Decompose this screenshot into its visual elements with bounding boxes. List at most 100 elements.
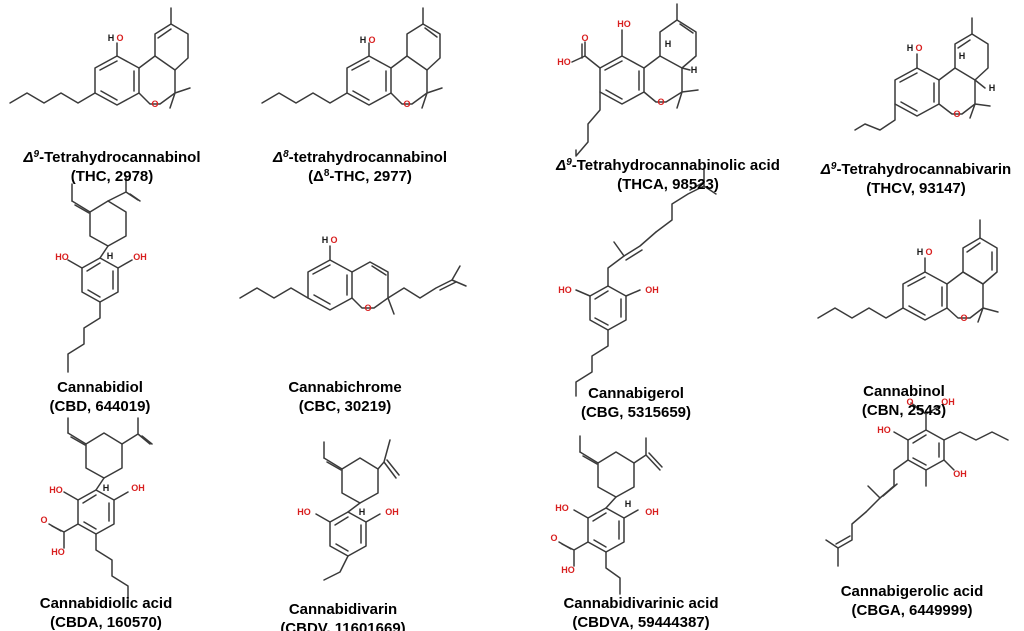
acid-hydroxyl-atom: HO [51,547,65,557]
oxygen-atom: O [953,109,960,119]
label-cbdv-name: Cannabidivarin [289,601,397,618]
acid-hydroxyl-atom: HO [561,565,575,575]
label-thcv-name-superscript: 9 [831,161,837,172]
carbonyl-oxygen-atom: O [550,533,557,543]
label-cbd-id: (CBD, 644019) [50,398,151,415]
label-thc-name: Δ9-Tetrahydrocannabinol [22,149,200,167]
label-cbc-id: (CBC, 30219) [299,398,392,415]
hydroxyl-atom: HO [55,252,69,262]
carbonyl-oxygen-atom: O [581,33,588,43]
label-cbd-name-text: Cannabidiol [57,379,143,396]
label-thc-id: (THC, 2978) [71,168,154,185]
structure-thca: O HO O HO H H [557,3,699,157]
stereo-h-atom: H [107,251,114,261]
label-thc-name-superscript: 9 [34,149,40,160]
label-cbc-name-text: Cannabichrome [288,379,401,396]
label-cbn-id-text: (CBN, 2543) [862,402,946,419]
label-cbda-name: Cannabidiolic acid [40,595,173,612]
hydroxyl-atom: OH [131,483,145,493]
label-thcv-name: Δ9-Tetrahydrocannabivarin [820,161,1011,179]
stereo-h-atom: H [625,499,632,509]
acid-hydroxyl-atom: HO [557,57,571,67]
carbonyl-oxygen-atom: O [906,397,913,407]
hydroxyl-atom: HO [297,507,311,517]
label-cbg-id: (CBG, 5315659) [581,404,691,421]
label-cbc-name: Cannabichrome [288,379,401,396]
stereo-h-atom: H [959,51,966,61]
stereo-h-atom: H [691,65,698,75]
label-thc-id-text: (THC, 2978) [71,168,154,185]
hydroxyl-atom: OH [133,252,147,262]
hydroxyl-atom: OH [385,507,399,517]
hydroxyl-h-atom: H [907,43,914,53]
hydroxyl-o-atom: O [116,33,123,43]
label-cbga-id: (CBGA, 6449999) [852,602,973,619]
oxygen-atom: O [657,97,664,107]
label-cbdva-name-text: Cannabidivarinic acid [563,595,718,612]
label-d8thc-id-superscript: 8 [324,168,330,179]
label-cbg-name-text: Cannabigerol [588,385,684,402]
structure-cbc: O H O [239,235,467,315]
label-cbd-id-text: (CBD, 644019) [50,398,151,415]
label-thcv-id: (THCV, 93147) [866,180,966,197]
label-cbg-name: Cannabigerol [588,385,684,402]
label-cbdv-name-text: Cannabidivarin [289,601,397,618]
stereo-h-atom: H [665,39,672,49]
label-thcv-name-text: -Tetrahydrocannabivarin [836,161,1011,178]
structure-cbdva: HO OH O HO H [550,435,663,595]
label-cbn-name: Cannabinol [863,383,945,400]
hydroxyl-atom: HO [49,485,63,495]
label-d8thc-id-prefix: (Δ [308,168,324,185]
oxygen-atom: O [403,99,410,109]
label-d8thc-name: Δ8-tetrahydrocannabinol [272,149,447,167]
hydroxyl-h-atom: H [322,235,329,245]
label-thca-id-text: (THCA, 98523) [617,176,719,193]
label-cbga-id-text: (CBGA, 6449999) [852,602,973,619]
hydroxyl-atom: HO [617,19,631,29]
hydroxyl-h-atom: H [360,35,367,45]
label-cbda-id-text: (CBDA, 160570) [50,614,162,631]
hydroxyl-atom: HO [555,503,569,513]
label-cbdv-id-text: (CBDV, 11601669) [280,620,405,631]
label-thcv-name-prefix: Δ [820,161,831,178]
label-cbn-id: (CBN, 2543) [862,402,946,419]
label-cbdva-id-text: (CBDVA, 59444387) [572,614,709,631]
label-thca-name: Δ9-Tetrahydrocannabinolic acid [555,157,780,175]
hydroxyl-o-atom: O [368,35,375,45]
carbonyl-oxygen-atom: O [40,515,47,525]
label-thca-name-text: -Tetrahydrocannabinolic acid [572,157,780,174]
label-cbdv-id: (CBDV, 11601669) [280,620,405,631]
label-thc-name-text: -Tetrahydrocannabinol [39,149,200,166]
structure-thcv: O H O H H [854,17,995,131]
label-thca-id: (THCA, 98523) [617,176,719,193]
label-thcv-id-text: (THCV, 93147) [866,180,966,197]
structure-cbn: O H O [817,219,999,323]
label-thca-name-prefix: Δ [555,157,566,174]
hydroxyl-o-atom: O [330,235,337,245]
hydroxyl-atom: OH [645,507,659,517]
oxygen-atom: O [151,99,158,109]
label-d8thc-name-text: -tetrahydrocannabinol [289,149,447,166]
label-cbd-name: Cannabidiol [57,379,143,396]
hydroxyl-h-atom: H [108,33,115,43]
label-thc-name-prefix: Δ [22,149,33,166]
oxygen-atom: O [364,303,371,313]
oxygen-atom: O [960,313,967,323]
structure-cbd: HO OH H [55,175,147,373]
structure-cbg: HO OH [558,169,717,397]
label-d8thc-name-prefix: Δ [272,149,283,166]
label-d8thc-name-superscript: 8 [283,149,289,160]
label-d8thc-id-text: -THC, 2977) [329,168,412,185]
label-cbg-id-text: (CBG, 5315659) [581,404,691,421]
label-cbdva-name: Cannabidivarinic acid [563,595,718,612]
structure-thc: O H O [9,7,191,109]
structure-d8thc: O H O [261,7,443,109]
hydroxyl-atom: OH [953,469,967,479]
hydroxyl-o-atom: O [925,247,932,257]
hydroxyl-h-atom: H [917,247,924,257]
label-cbn-name-text: Cannabinol [863,383,945,400]
label-cbda-name-text: Cannabidiolic acid [40,595,173,612]
label-d8thc-id: (Δ8-THC, 2977) [308,168,412,186]
structure-cbda: HO OH O HO H [40,417,153,603]
